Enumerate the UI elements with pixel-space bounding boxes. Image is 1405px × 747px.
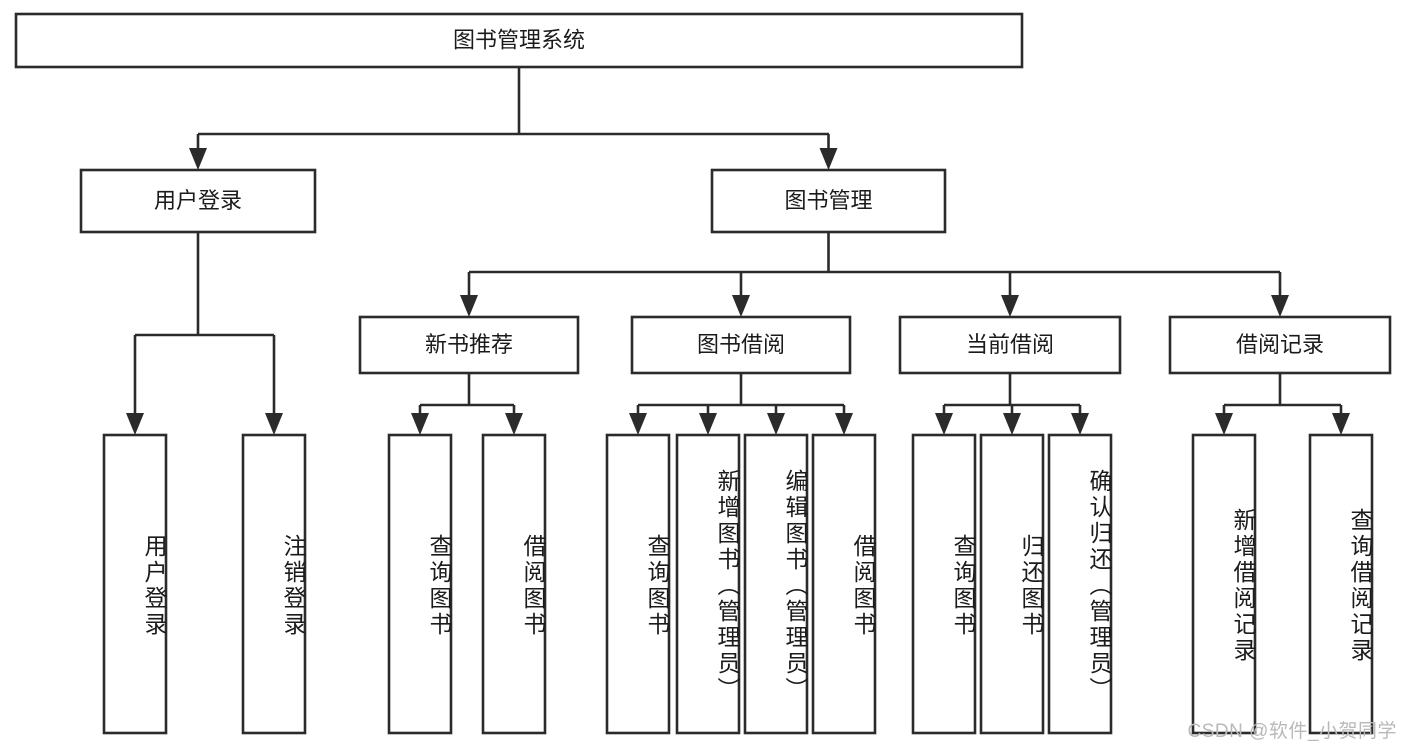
- node-leaf-query-book-1[interactable]: [387, 433, 453, 735]
- arrow-to-leaf-query-book-2: [629, 413, 647, 435]
- node-new-book-rec-rect: [358, 315, 580, 375]
- node-book-borrow-label: 图书借阅: [697, 332, 785, 357]
- node-borrow-record[interactable]: [1168, 315, 1392, 375]
- node-borrow-record-label: 借阅记录: [1236, 332, 1324, 357]
- node-user-login-label: 用户登录: [154, 188, 242, 213]
- node-root[interactable]: [14, 12, 1024, 69]
- watermark-text: CSDN @软件_小贺同学: [1187, 721, 1397, 742]
- arrow-to-leaf-add-book: [699, 413, 717, 435]
- node-user-login-rect: [79, 168, 317, 234]
- node-leaf-add-record-rect: [1191, 433, 1257, 735]
- node-root-label: 图书管理系统: [453, 27, 585, 52]
- node-leaf-query-record[interactable]: [1308, 433, 1374, 735]
- node-new-book-rec-label: 新书推荐: [425, 332, 513, 357]
- node-current-borrow[interactable]: [898, 315, 1122, 375]
- arrow-to-leaf-confirm-return: [1071, 413, 1089, 435]
- node-leaf-logout-rect: [241, 433, 307, 735]
- node-book-manage-rect: [710, 168, 947, 234]
- arrow-to-leaf-add-record: [1215, 413, 1233, 435]
- arrow-to-current-borrow: [1001, 295, 1019, 317]
- node-leaf-query-book-2-rect: [605, 433, 671, 735]
- node-leaf-user-login[interactable]: [102, 433, 168, 735]
- arrow-to-leaf-return-book: [1003, 413, 1021, 435]
- connector-layer: [126, 67, 1350, 435]
- node-leaf-query-book-3[interactable]: [911, 433, 977, 735]
- node-leaf-return-book-rect: [979, 433, 1045, 735]
- arrow-to-book-borrow: [732, 295, 750, 317]
- node-leaf-query-record-rect: [1308, 433, 1374, 735]
- node-leaf-edit-book-rect: [743, 433, 809, 735]
- node-root-rect: [14, 12, 1024, 69]
- node-leaf-add-book[interactable]: [675, 433, 741, 735]
- node-leaf-add-record[interactable]: [1191, 433, 1257, 735]
- node-book-borrow[interactable]: [630, 315, 852, 375]
- node-borrow-record-rect: [1168, 315, 1392, 375]
- node-leaf-borrow-book-1[interactable]: [481, 433, 547, 735]
- node-leaf-user-login-rect: [102, 433, 168, 735]
- arrow-to-leaf-borrow-book-2: [835, 413, 853, 435]
- node-current-borrow-rect: [898, 315, 1122, 375]
- arrow-to-leaf-edit-book: [767, 413, 785, 435]
- arrow-to-leaf-logout: [265, 413, 283, 435]
- node-book-borrow-rect: [630, 315, 852, 375]
- arrow-to-new-book-rec: [460, 295, 478, 317]
- node-new-book-rec[interactable]: [358, 315, 580, 375]
- node-leaf-add-book-rect: [675, 433, 741, 735]
- arrow-to-leaf-user-login: [126, 413, 144, 435]
- node-leaf-borrow-book-2[interactable]: [811, 433, 877, 735]
- arrow-to-leaf-query-book-1: [411, 413, 429, 435]
- node-book-manage[interactable]: [710, 168, 947, 234]
- arrow-to-leaf-query-book-3: [935, 413, 953, 435]
- arrow-to-user-login: [189, 148, 207, 170]
- arrow-to-leaf-borrow-book-1: [505, 413, 523, 435]
- node-leaf-return-book[interactable]: [979, 433, 1045, 735]
- node-leaf-confirm-return-rect: [1047, 433, 1113, 735]
- node-leaf-edit-book[interactable]: [743, 433, 809, 735]
- arrow-to-borrow-record: [1271, 295, 1289, 317]
- box-layer: [14, 12, 1392, 735]
- node-leaf-borrow-book-2-rect: [811, 433, 877, 735]
- node-user-login[interactable]: [79, 168, 317, 234]
- node-current-borrow-label: 当前借阅: [966, 332, 1054, 357]
- node-leaf-query-book-2[interactable]: [605, 433, 671, 735]
- node-leaf-borrow-book-1-rect: [481, 433, 547, 735]
- node-leaf-confirm-return[interactable]: [1047, 433, 1113, 735]
- node-leaf-query-book-3-rect: [911, 433, 977, 735]
- arrow-to-book-manage: [819, 148, 838, 170]
- arrow-to-leaf-query-record: [1332, 413, 1350, 435]
- node-leaf-query-book-1-rect: [387, 433, 453, 735]
- node-book-manage-label: 图书管理: [784, 188, 872, 213]
- node-leaf-logout[interactable]: [241, 433, 307, 735]
